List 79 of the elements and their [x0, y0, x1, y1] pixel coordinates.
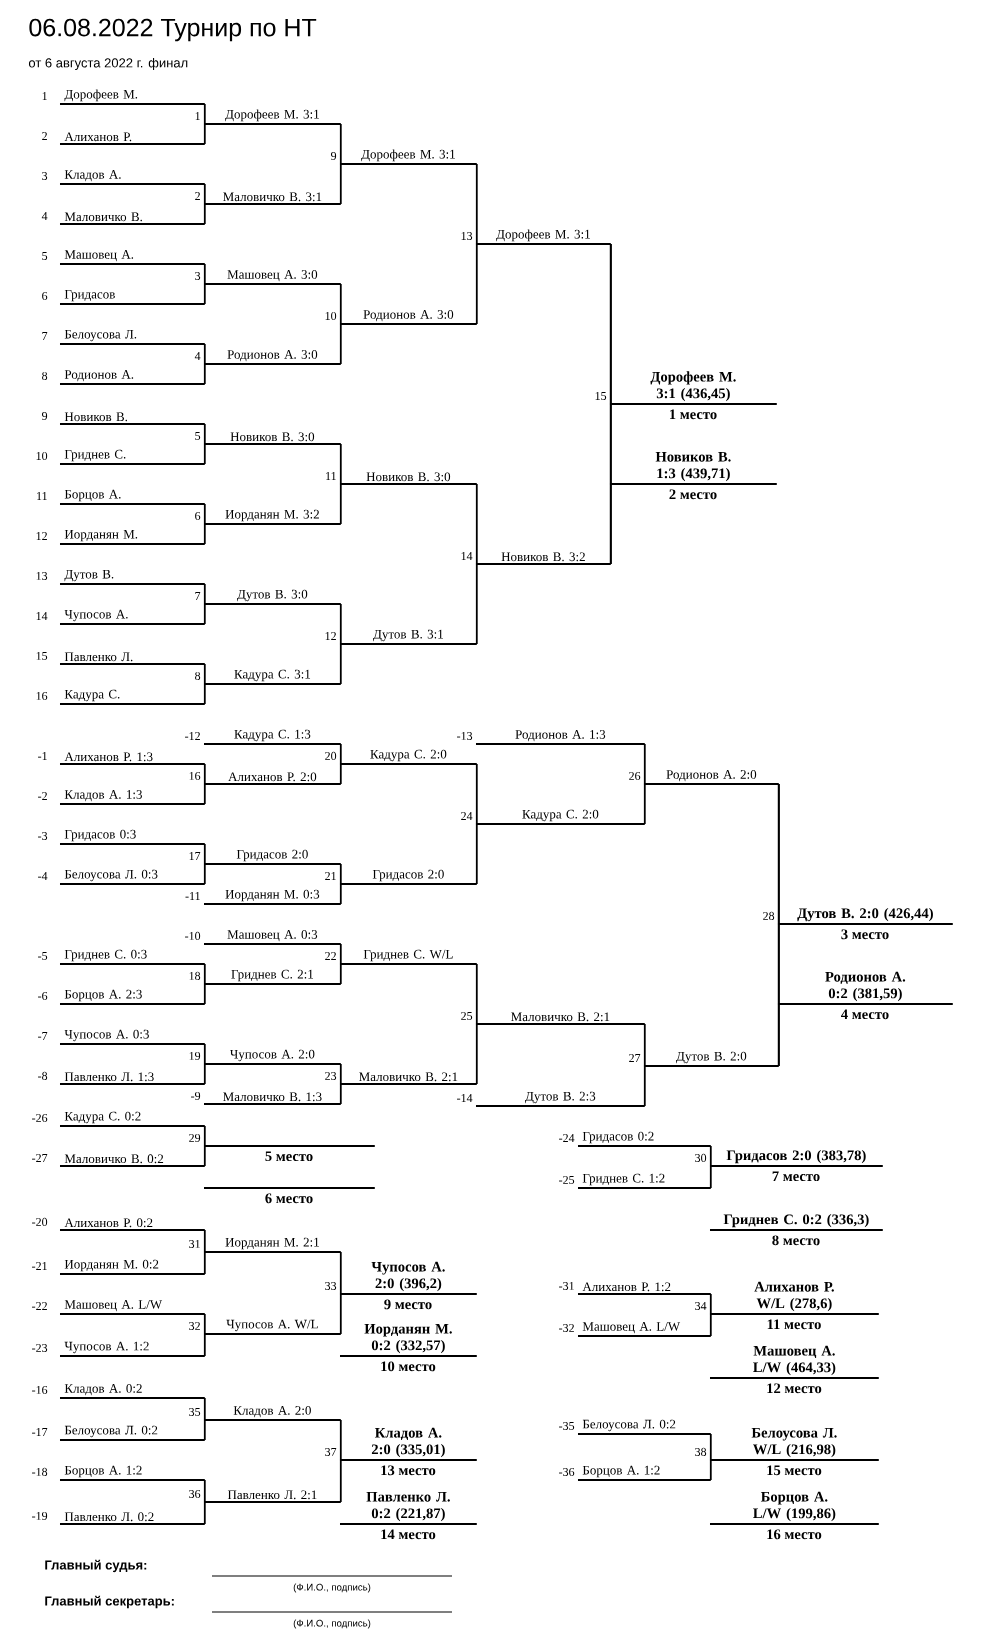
bracket-line — [203, 423, 206, 445]
bracket-line — [203, 103, 206, 125]
bracket-line — [475, 163, 478, 245]
bracket-line — [339, 763, 342, 785]
bracket-line — [203, 263, 206, 285]
bracket-line — [203, 1313, 206, 1335]
bracket-line — [339, 1459, 342, 1503]
bracket-line — [475, 563, 478, 645]
bracket-line — [203, 1063, 206, 1085]
bracket-line — [339, 1419, 342, 1461]
bracket-line — [203, 763, 206, 785]
bracket-line — [203, 363, 206, 385]
bracket-line — [203, 203, 206, 225]
bracket-line — [203, 1229, 206, 1253]
bracket-line — [339, 883, 342, 905]
bracket-line — [203, 1419, 206, 1441]
bracket-line — [609, 243, 612, 485]
bracket-line — [339, 863, 342, 885]
bracket-line — [203, 283, 206, 305]
bracket-line — [203, 503, 206, 525]
bracket-line — [203, 603, 206, 625]
bracket-line — [203, 183, 206, 205]
bracket-line — [339, 643, 342, 685]
bracket-line — [203, 443, 206, 465]
bracket-line — [339, 943, 342, 965]
bracket-line — [339, 323, 342, 365]
bracket-line — [203, 1501, 206, 1525]
bracket-line — [709, 1313, 712, 1337]
bracket-line — [339, 1293, 342, 1335]
bracket-line — [339, 1083, 342, 1105]
bracket-line — [203, 843, 206, 865]
bracket-line — [643, 1023, 646, 1067]
bracket-line — [709, 1165, 712, 1189]
bracket-line — [339, 123, 342, 165]
bracket-line — [339, 483, 342, 525]
blank-line — [203, 1187, 376, 1189]
bracket-line — [339, 1251, 342, 1295]
bracket-line — [475, 763, 478, 825]
bracket-line — [777, 1003, 780, 1067]
bracket-line — [475, 483, 478, 565]
bracket-line — [203, 863, 206, 885]
bracket-line — [203, 343, 206, 365]
bracket-line — [203, 1333, 206, 1357]
bracket-line — [777, 783, 780, 1005]
bracket-line — [709, 1433, 712, 1461]
bracket-line — [709, 1293, 712, 1315]
bracket-line — [203, 1479, 206, 1503]
bracket-line — [339, 963, 342, 985]
bracket-line — [203, 783, 206, 805]
bracket-line — [475, 1023, 478, 1085]
bracket-line — [643, 1065, 646, 1107]
bracket-line — [339, 1063, 342, 1085]
bracket-line — [339, 283, 342, 325]
bracket-line — [203, 1125, 206, 1147]
bracket-line — [203, 683, 206, 705]
bracket-line — [709, 1145, 712, 1167]
bracket-line — [203, 1251, 206, 1275]
bracket-line — [339, 743, 342, 765]
blank-line — [203, 1145, 376, 1147]
bracket-line — [475, 963, 478, 1025]
bracket-line — [339, 163, 342, 205]
bracket-line — [475, 823, 478, 885]
bracket-line — [709, 1459, 712, 1481]
title: 06.08.2022 Турнир по НТ — [29, 18, 317, 42]
bracket-line — [203, 963, 206, 985]
bracket-line — [643, 743, 646, 785]
bracket-line — [609, 483, 612, 565]
bracket-line — [203, 1043, 206, 1065]
bracket-line — [203, 1145, 206, 1167]
bracket-line — [203, 983, 206, 1005]
bracket-line — [203, 123, 206, 145]
bracket-line — [475, 243, 478, 325]
bracket-line — [203, 583, 206, 605]
bracket-line — [643, 783, 646, 825]
bracket-line — [339, 443, 342, 485]
bracket-line — [203, 523, 206, 545]
bracket-line — [339, 603, 342, 645]
bracket-line — [203, 1397, 206, 1421]
bracket-line — [203, 663, 206, 685]
